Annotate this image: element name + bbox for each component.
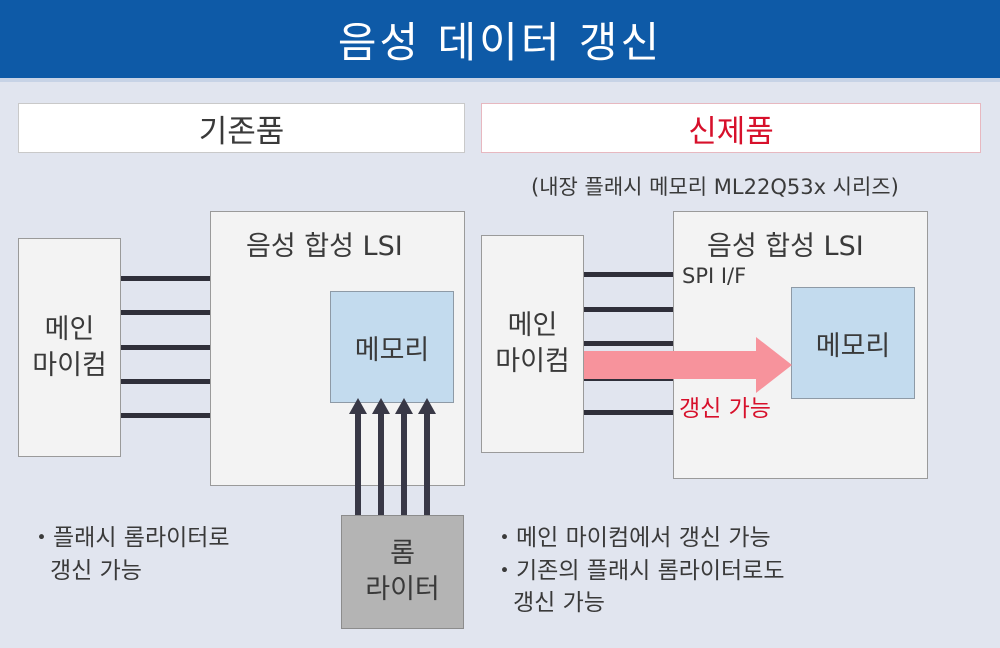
update-possible-label: 갱신 가능	[679, 396, 771, 422]
old-bus-line	[121, 276, 211, 281]
old-bullet-line2: 갱신 가능	[50, 558, 142, 584]
old-mcu-label-line2: 마이컴	[32, 349, 107, 381]
old-bus-line	[121, 345, 211, 350]
new-main-mcu-box: 메인 마이컴	[481, 235, 584, 453]
old-bullet-line1: ・플래시 롬라이터로	[30, 525, 230, 551]
rom-writer-line2: 라이터	[365, 574, 440, 605]
old-main-mcu-box: 메인 마이컴	[18, 238, 121, 457]
new-mcu-label-line2: 마이컴	[495, 346, 570, 377]
new-bullet-1: ・메인 마이컴에서 갱신 가능	[493, 525, 771, 551]
new-mcu-label-line1: 메인	[507, 310, 558, 341]
old-memory-box: 메모리	[330, 291, 454, 403]
page-title: 음성 데이터 갱신	[337, 17, 663, 67]
rom-writer-line1: 롬	[390, 538, 415, 569]
new-bus-line	[584, 341, 674, 346]
new-bus-line	[584, 272, 674, 277]
new-bullet-2-line2: 갱신 가능	[513, 590, 605, 616]
new-product-label: 신제품	[481, 103, 981, 153]
rom-writer-box: 롬 라이터	[341, 515, 464, 629]
new-lsi-title: 음성 합성 LSI	[707, 231, 864, 262]
old-lsi-title: 음성 합성 LSI	[246, 231, 403, 262]
old-memory-label: 메모리	[354, 334, 430, 366]
new-memory-box: 메모리	[791, 287, 915, 399]
new-product-note: (내장 플래시 메모리 ML22Q53x 시리즈)	[531, 175, 899, 199]
old-product-label: 기존품	[18, 103, 465, 153]
spi-interface-label: SPI I/F	[682, 264, 747, 288]
rom-writer-arrows	[349, 398, 436, 516]
new-bus-line	[584, 307, 674, 312]
new-bus-line	[584, 410, 674, 415]
old-bus-line	[121, 310, 211, 315]
update-arrow	[584, 337, 792, 393]
old-bus-line	[121, 379, 211, 384]
old-mcu-label-line1: 메인	[44, 313, 95, 345]
page-header: 음성 데이터 갱신	[0, 0, 1000, 82]
old-bus-line	[121, 413, 211, 418]
new-memory-label: 메모리	[815, 330, 891, 362]
new-bullet-2-line1: ・기존의 플래시 롬라이터로도	[493, 558, 785, 584]
